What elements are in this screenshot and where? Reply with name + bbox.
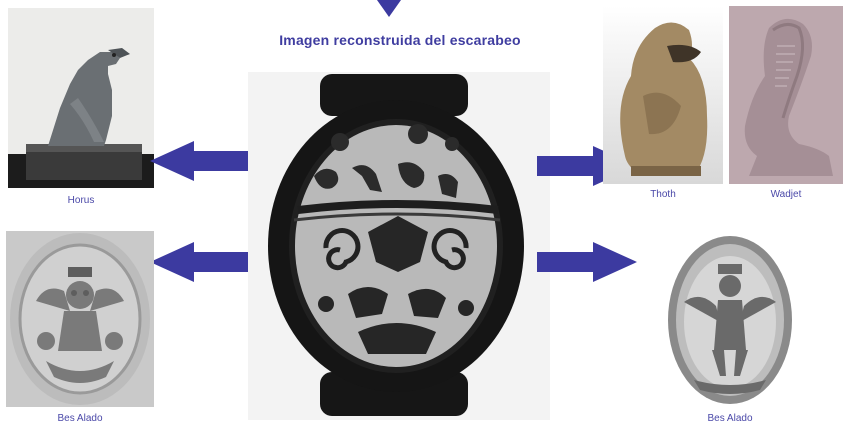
bes-alado-seal-right-image	[664, 230, 796, 408]
wadjet-caption: Wadjet	[770, 189, 802, 200]
horus-caption: Horus	[67, 195, 95, 206]
bes-alado-seal-left-image	[6, 231, 154, 407]
thoth-caption: Thoth	[650, 189, 676, 200]
arrow-right-icon	[537, 242, 639, 282]
arrow-left-icon	[150, 242, 252, 282]
page-title: Imagen reconstruida del escarabeo	[279, 32, 521, 48]
wadjet-relief-image	[729, 6, 843, 184]
arrow-left-icon	[150, 141, 252, 181]
down-arrow-icon	[377, 0, 401, 18]
horus-statue-image	[8, 8, 154, 188]
scarab-reconstruction-image	[248, 72, 550, 420]
bes-alado-right-caption: Bes Alado	[707, 413, 753, 424]
bes-alado-left-caption: Bes Alado	[57, 413, 103, 424]
thoth-statue-image	[603, 6, 723, 184]
